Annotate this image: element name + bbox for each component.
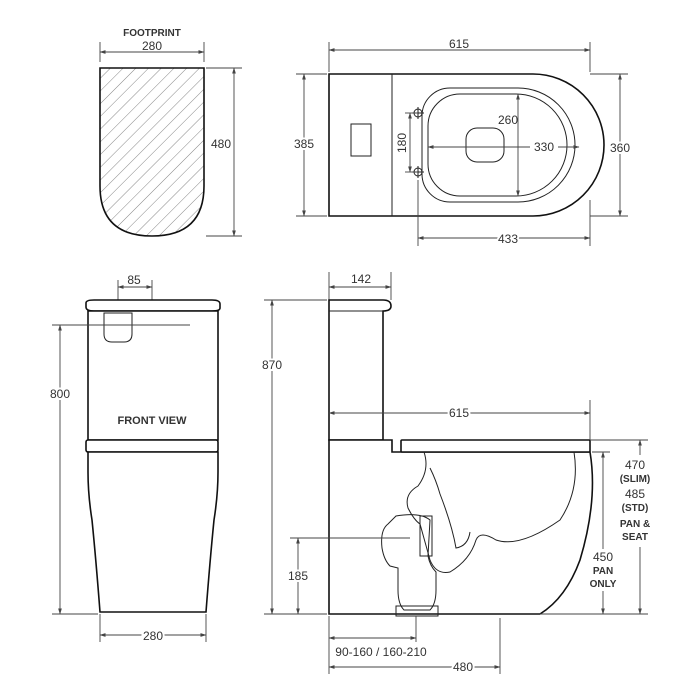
front-pan-body — [87, 451, 219, 613]
front-base-width-value: 280 — [143, 629, 163, 643]
side-base-length-value: 480 — [453, 660, 473, 674]
side-seat — [400, 439, 591, 453]
pan-only-note-line-2: ONLY — [590, 579, 617, 590]
button-offset-value: 85 — [127, 273, 141, 287]
bowl-inner-width-value: 330 — [534, 140, 554, 154]
front-height-value: 800 — [50, 387, 70, 401]
bowl-outlet — [465, 127, 505, 163]
top-cistern-depth-value: 385 — [294, 137, 314, 151]
waste-outlet-base — [395, 605, 439, 617]
outlet-to-front-value: 433 — [498, 232, 518, 246]
top-view: 615 180 260 330 — [292, 37, 632, 248]
side-pan-length-value: 615 — [449, 406, 469, 420]
flush-button — [350, 123, 372, 157]
front-view: 85 FRONT VIEW 800 280 — [48, 273, 221, 645]
front-view-title: FRONT VIEW — [117, 415, 187, 427]
front-flush-button — [103, 312, 133, 343]
seat-height-slim-value: 470 — [625, 458, 645, 472]
seat-height-slim-label: (SLIM) — [620, 474, 651, 485]
side-pan-body — [328, 439, 594, 615]
bowl-rim — [421, 87, 576, 203]
seat-height-std-label: (STD) — [622, 503, 649, 514]
trapway-inner — [406, 451, 576, 573]
front-cistern-lid — [85, 299, 221, 312]
footprint-depth-value: 480 — [211, 137, 231, 151]
top-bowl-width-value: 360 — [610, 141, 630, 155]
side-view: 142 615 870 185 470 (SL — [260, 272, 658, 676]
setout-range-value: 90-160 / 160-210 — [335, 645, 427, 659]
seat-height-std-value: 485 — [625, 487, 645, 501]
footprint-view: FOOTPRINT 280 480 — [99, 28, 242, 237]
side-cistern-depth-value: 142 — [351, 272, 371, 286]
pan-only-height-value: 450 — [593, 550, 613, 564]
bowl-inner-length-value: 260 — [498, 113, 518, 127]
waste-spigot — [381, 514, 437, 611]
seat-height-note-line-1: PAN & — [620, 519, 650, 530]
fixing-spacing-value: 180 — [395, 133, 409, 153]
pan-only-note-line-1: PAN — [593, 566, 613, 577]
front-seat-band — [85, 439, 219, 453]
side-cistern — [328, 299, 392, 441]
footprint-title: FOOTPRINT — [123, 28, 181, 39]
seat-height-note-line-2: SEAT — [622, 532, 648, 543]
footprint-outline — [99, 67, 205, 237]
side-overall-height-value: 870 — [262, 358, 282, 372]
top-overall-length-value: 615 — [449, 37, 469, 51]
footprint-width-value: 280 — [142, 39, 162, 53]
spigot-flange — [419, 515, 433, 557]
outlet-height-value: 185 — [288, 569, 308, 583]
trapway-outer — [429, 467, 471, 549]
